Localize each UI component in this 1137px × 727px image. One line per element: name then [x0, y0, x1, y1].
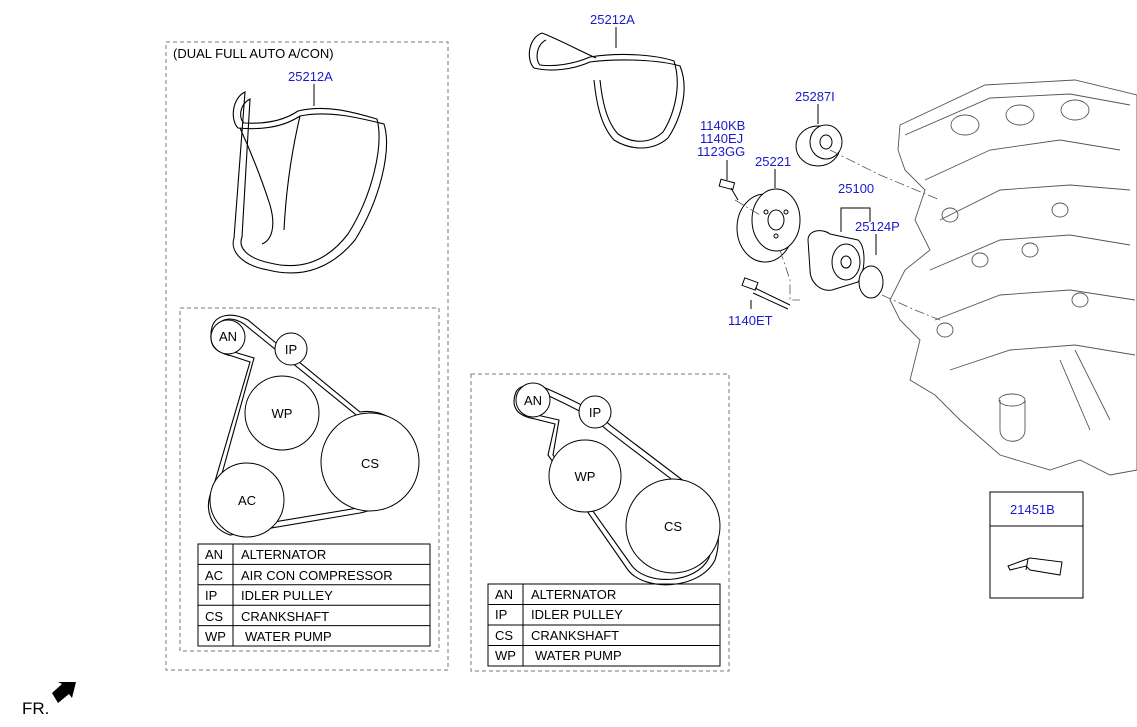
engine-block-drawing [889, 79, 1137, 476]
sealant-frame [989, 491, 1084, 599]
pulley-label-ip-mid: IP [589, 405, 601, 420]
belt-drawing-top [528, 32, 685, 149]
long-bolt-drawing [741, 277, 791, 310]
belt-drawing-left [232, 91, 387, 274]
part-label-25212a-top[interactable]: 25212A [590, 12, 635, 27]
idler-pulley-drawing [795, 124, 843, 167]
gasket-drawing [858, 265, 884, 299]
assembly-leader-lines [734, 149, 941, 321]
pulley-wp-mid [548, 439, 622, 513]
mid-belt-routing-frame [470, 373, 730, 672]
part-label-1123gg[interactable]: 1123GG [697, 144, 745, 159]
legend-name: WATER PUMP [535, 648, 622, 663]
legend-name: WATER PUMP [245, 629, 332, 644]
pulley-label-ip-left: IP [285, 342, 297, 357]
front-direction-label: FR. [22, 699, 49, 718]
legend-code: AN [495, 587, 513, 602]
pulley-an-mid [515, 382, 551, 418]
left-belt-routing-frame [179, 307, 440, 652]
pulley-label-cs-left: CS [361, 456, 379, 471]
pulley-label-wp-left: WP [272, 406, 293, 421]
legend-name: IDLER PULLEY [241, 588, 333, 603]
sealant-tube-drawing [1007, 557, 1063, 576]
part-label-25212a-left[interactable]: 25212A [288, 69, 333, 84]
pulley-an-left [210, 319, 246, 355]
legend-code: AN [205, 547, 223, 562]
part-label-25287i[interactable]: 25287I [795, 89, 835, 104]
legend-name: ALTERNATOR [531, 587, 616, 602]
pulley-cs-mid [625, 478, 721, 574]
part-label-1140kb[interactable]: 1140KB [700, 118, 745, 133]
part-label-25221[interactable]: 25221 [755, 154, 791, 169]
pulley-ip-mid [578, 395, 612, 429]
legend-name: ALTERNATOR [241, 547, 326, 562]
pulley-ip-left [274, 332, 308, 366]
front-direction-arrow-icon [52, 682, 76, 703]
variant-caption: (DUAL FULL AUTO A/CON) [173, 46, 334, 61]
part-label-1140ej[interactable]: 1140EJ [700, 131, 743, 146]
part-label-21451b[interactable]: 21451B [1010, 502, 1055, 517]
legend-code: IP [205, 588, 217, 603]
legend-code: WP [495, 648, 516, 663]
part-label-25100[interactable]: 25100 [838, 181, 874, 196]
water-pump-drawing [807, 230, 865, 291]
legend-code: IP [495, 607, 507, 622]
pulley-cs-left [320, 412, 420, 512]
part-label-1140et[interactable]: 1140ET [728, 313, 773, 328]
legend-code: AC [205, 568, 223, 583]
water-pump-pulley-drawing [736, 188, 801, 263]
legend-name: AIR CON COMPRESSOR [241, 568, 393, 583]
legend-code: CS [495, 628, 513, 643]
short-bolt-drawing [718, 178, 739, 201]
part-label-25124p[interactable]: 25124P [855, 219, 900, 234]
legend-name: CRANKSHAFT [241, 609, 329, 624]
legend-code: CS [205, 609, 223, 624]
legend-name: CRANKSHAFT [531, 628, 619, 643]
pulley-label-an-mid: AN [524, 393, 542, 408]
legend-table-mid: AN ALTERNATOR IP IDLER PULLEY CS CRANKSH… [487, 583, 721, 667]
pulley-label-cs-mid: CS [664, 519, 682, 534]
pulley-label-wp-mid: WP [575, 469, 596, 484]
legend-name: IDLER PULLEY [531, 607, 623, 622]
pulley-wp-left [244, 375, 320, 451]
pulley-label-ac-left: AC [238, 493, 256, 508]
pulley-label-an-left: AN [219, 329, 237, 344]
left-variant-frame [165, 41, 449, 671]
legend-code: WP [205, 629, 226, 644]
legend-table-left: AN ALTERNATOR AC AIR CON COMPRESSOR IP I… [197, 543, 431, 647]
pulley-ac-left [209, 462, 285, 538]
